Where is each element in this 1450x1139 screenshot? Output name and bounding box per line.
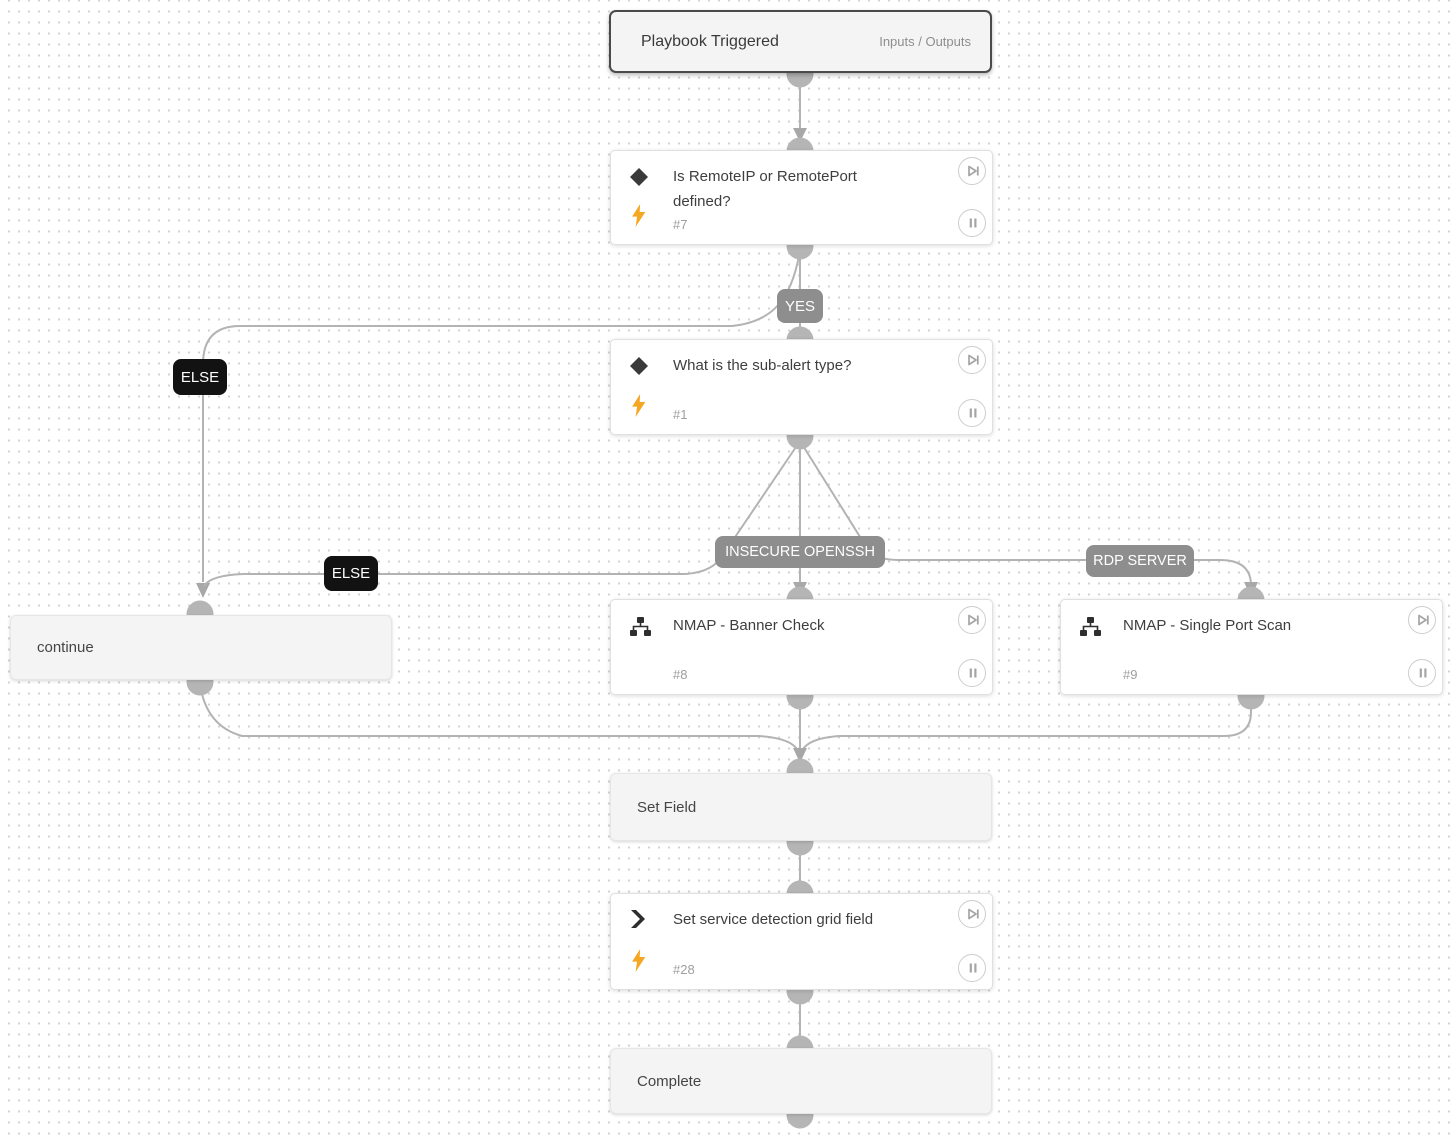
inputs-outputs-link[interactable]: Inputs / Outputs xyxy=(879,34,971,49)
chevron-icon xyxy=(631,910,647,933)
branch-label-else-mid[interactable]: ELSE xyxy=(324,556,378,591)
node-title: continue xyxy=(37,639,94,656)
lightning-bolt-icon xyxy=(632,204,646,232)
pause-icon[interactable] xyxy=(958,399,986,427)
node-set-service-detection-grid-field[interactable]: Set service detection grid field #28 xyxy=(610,893,993,990)
diamond-icon xyxy=(629,167,649,192)
node-id: #28 xyxy=(673,962,695,977)
node-decision-7[interactable]: Is RemoteIP or RemotePort defined? #7 xyxy=(610,150,993,245)
node-title: Complete xyxy=(637,1072,702,1090)
edge-continue-to-setfield xyxy=(199,683,799,752)
node-title: NMAP - Banner Check xyxy=(673,617,825,634)
pause-icon[interactable] xyxy=(958,659,986,687)
edge-portscan-to-setfield xyxy=(801,696,1252,752)
node-title: Is RemoteIP or RemotePort defined? xyxy=(673,168,857,210)
branch-label-insecure-openssh[interactable]: INSECURE OPENSSH xyxy=(715,536,885,568)
skip-ahead-icon[interactable] xyxy=(958,346,986,374)
node-title: Set service detection grid field xyxy=(673,911,874,928)
node-title: What is the sub-alert type? xyxy=(673,357,852,374)
node-continue[interactable]: continue xyxy=(10,615,392,680)
skip-ahead-icon[interactable] xyxy=(958,900,986,928)
node-id: #9 xyxy=(1123,667,1138,682)
sitemap-icon xyxy=(1079,617,1102,642)
edge-else-mid xyxy=(203,440,801,587)
lightning-bolt-icon xyxy=(632,394,646,422)
arrowhead xyxy=(793,748,807,763)
node-set-field[interactable]: Set Field xyxy=(610,773,992,841)
node-complete[interactable]: Complete xyxy=(610,1048,992,1114)
node-id: #8 xyxy=(673,667,688,682)
node-decision-1[interactable]: What is the sub-alert type? #1 xyxy=(610,339,993,435)
branch-label-rdp-server[interactable]: RDP SERVER xyxy=(1086,545,1194,577)
branch-label-yes[interactable]: YES xyxy=(777,289,823,323)
node-title: Set Field xyxy=(637,798,697,816)
node-playbook-triggered[interactable]: Playbook Triggered Inputs / Outputs xyxy=(609,10,992,73)
node-id: #7 xyxy=(673,217,688,232)
sitemap-icon xyxy=(629,617,652,642)
node-id: #1 xyxy=(673,407,688,422)
node-nmap-banner-check[interactable]: NMAP - Banner Check #8 xyxy=(610,599,993,695)
node-title: Playbook Triggered xyxy=(641,32,779,50)
skip-ahead-icon[interactable] xyxy=(958,157,986,185)
arrowhead xyxy=(196,583,210,598)
node-title: NMAP - Single Port Scan xyxy=(1123,617,1292,634)
diamond-icon xyxy=(629,356,649,381)
pause-icon[interactable] xyxy=(958,954,986,982)
skip-ahead-icon[interactable] xyxy=(958,606,986,634)
node-nmap-single-port-scan[interactable]: NMAP - Single Port Scan #9 xyxy=(1060,599,1443,695)
skip-ahead-icon[interactable] xyxy=(1408,606,1436,634)
pause-icon[interactable] xyxy=(1408,659,1436,687)
pause-icon[interactable] xyxy=(958,209,986,237)
branch-label-else-top[interactable]: ELSE xyxy=(173,359,227,395)
arrowhead xyxy=(793,128,807,142)
edge-else-top xyxy=(202,249,801,582)
lightning-bolt-icon xyxy=(632,949,646,977)
